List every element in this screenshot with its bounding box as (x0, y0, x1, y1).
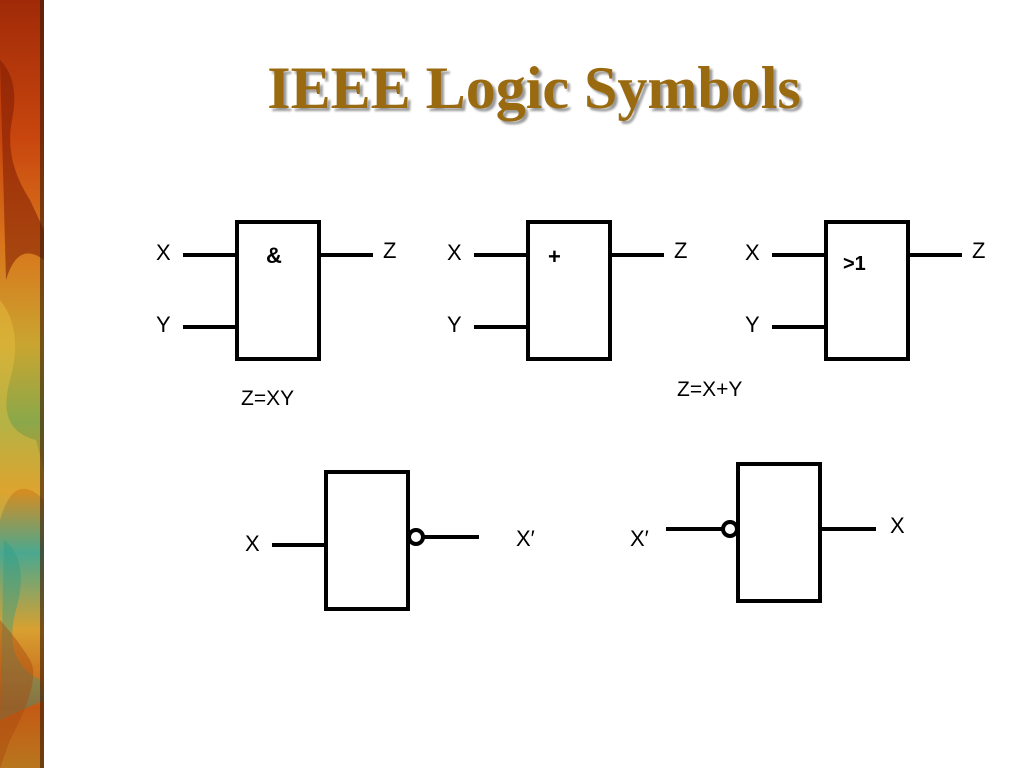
not-output-bubble-gate: X X′ (245, 470, 535, 611)
or-ge1-input-x-label: X (745, 240, 760, 265)
not-out-inversion-bubble (407, 528, 425, 546)
not-in-inversion-bubble (721, 520, 739, 538)
or-plus-gate-box (526, 220, 612, 361)
and-input-x-label: X (156, 240, 171, 265)
or-plus-input-x-label: X (447, 240, 462, 265)
not-out-gate-box (324, 470, 410, 611)
decorative-side-strip (0, 0, 44, 768)
or-plus-output-label: Z (674, 238, 687, 263)
or-plus-input-y-label: Y (447, 312, 462, 337)
or-ge1-gate-symbol: >1 (843, 253, 866, 275)
not-in-output-label: X (890, 513, 905, 538)
and-output-label: Z (383, 238, 396, 263)
or-ge1-gate-box (824, 220, 910, 361)
or-ge1-input-y-label: Y (745, 312, 760, 337)
and-gate-box (235, 220, 321, 361)
or-ge1-equation: Z=X+Y (677, 378, 742, 401)
not-in-input-label: X′ (630, 526, 649, 551)
and-equation: Z=XY (241, 387, 294, 410)
and-gate: & X Y Z Z=XY (156, 220, 396, 410)
or-plus-gate-symbol: + (548, 244, 561, 269)
and-input-y-label: Y (156, 312, 171, 337)
and-gate-symbol: & (266, 243, 282, 268)
not-out-input-label: X (245, 531, 260, 556)
not-input-bubble-gate: X′ X (630, 462, 905, 603)
terrain-texture-image (0, 0, 44, 768)
or-plus-gate: + X Y Z (447, 220, 687, 361)
slide-title: IEEE Logic Symbols (267, 55, 801, 121)
not-in-gate-box (736, 462, 822, 603)
or-ge1-output-label: Z (972, 238, 985, 263)
not-out-output-label: X′ (516, 526, 535, 551)
or-ge1-gate: >1 X Y Z Z=X+Y (677, 220, 985, 401)
